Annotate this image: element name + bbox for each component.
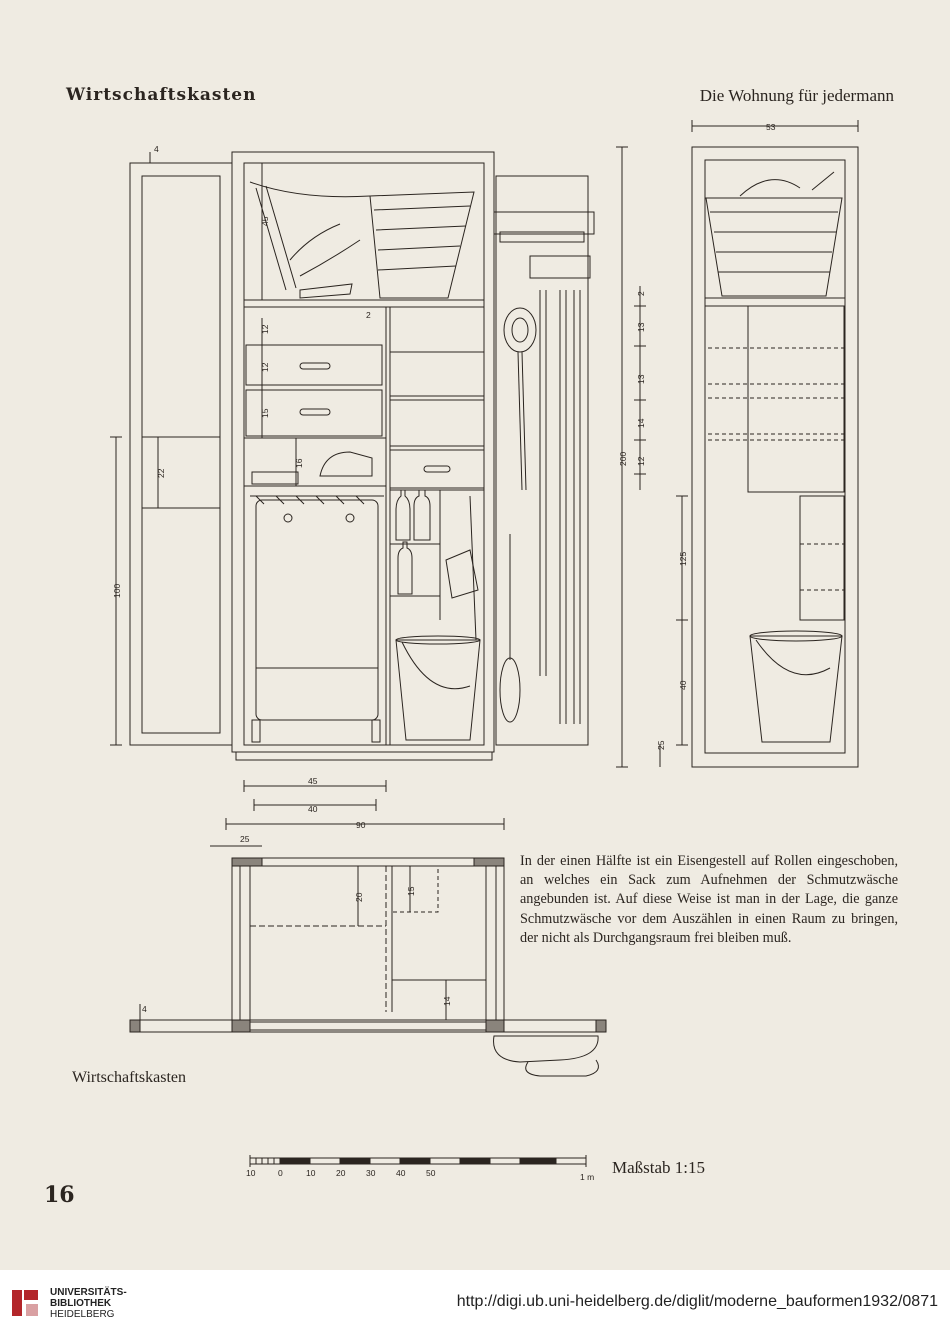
figure-caption: Wirtschaftskasten [72, 1069, 186, 1086]
cabinet-drawing: 4 45 12 12 15 16 22 100 2 53 2 13 13 14 … [110, 120, 859, 1182]
dim-15-plan: 15 [406, 886, 416, 896]
dim-40-side: 40 [678, 680, 688, 690]
dim-100: 100 [112, 584, 122, 598]
dim-15: 15 [260, 408, 270, 418]
dim-4-plan: 4 [142, 1004, 147, 1014]
scale-label: Maßstab 1:15 [612, 1158, 706, 1177]
dim-12b: 12 [260, 362, 270, 372]
scale-tick-50: 50 [426, 1168, 436, 1178]
dim-25-plan: 25 [240, 834, 250, 844]
scale-bar [249, 1155, 587, 1167]
institution-line-3: HEIDELBERG [50, 1309, 115, 1320]
dim-16: 16 [294, 458, 304, 468]
scale-tick-1m: 1 m [580, 1172, 594, 1182]
running-title-right: Die Wohnung für jedermann [699, 86, 894, 105]
institution-line-1: UNIVERSITÄTS- [50, 1287, 127, 1298]
dim-90: 90 [356, 820, 366, 830]
scale-tick-10: 10 [306, 1168, 316, 1178]
dim-53: 53 [766, 122, 776, 132]
dim-13a: 13 [636, 322, 646, 332]
dim-45-bottom: 45 [308, 776, 318, 786]
side-elevation [616, 120, 859, 768]
dim-25-side: 25 [656, 740, 666, 750]
dim-22: 22 [156, 468, 166, 478]
dim-13b: 13 [636, 374, 646, 384]
width-dimensions [210, 780, 505, 847]
institution-line-2: BIBLIOTHEK [50, 1298, 112, 1309]
digitization-footer: UNIVERSITÄTS- BIBLIOTHEK HEIDELBERG http… [0, 1270, 950, 1337]
scale-tick-20: 20 [336, 1168, 346, 1178]
scale-tick-40: 40 [396, 1168, 406, 1178]
scale-tick-0: 0 [278, 1168, 283, 1178]
running-title-left: Wirtschaftskasten [66, 85, 257, 105]
dim-125: 125 [678, 552, 688, 566]
dim-14-plan: 14 [442, 996, 452, 1006]
scale-tick-10-neg: 10 [246, 1168, 256, 1178]
dim-14: 14 [636, 418, 646, 428]
book-page: Wirtschaftskasten Die Wohnung für jederm… [44, 85, 898, 1208]
dim-200: 200 [618, 452, 628, 466]
scale-tick-30: 30 [366, 1168, 376, 1178]
dim-40-bottom: 40 [308, 804, 318, 814]
dim-2-side: 2 [636, 291, 646, 296]
description-paragraph: In der einen Hälfte ist ein Eisengestell… [520, 853, 898, 946]
front-elevation [110, 151, 595, 761]
institution-name: UNIVERSITÄTS- BIBLIOTHEK HEIDELBERG [50, 1287, 127, 1320]
page-number: 16 [44, 1182, 75, 1208]
library-logo-icon [12, 1290, 38, 1316]
dim-45: 45 [260, 216, 270, 226]
source-url-link[interactable]: http://digi.ub.uni-heidelberg.de/diglit/… [456, 1293, 938, 1310]
dim-4-top: 4 [154, 144, 159, 154]
dim-2-front: 2 [366, 310, 371, 320]
dim-20-plan: 20 [354, 892, 364, 902]
dim-12-side: 12 [636, 456, 646, 466]
floor-plan [129, 857, 607, 1077]
dim-12a: 12 [260, 324, 270, 334]
